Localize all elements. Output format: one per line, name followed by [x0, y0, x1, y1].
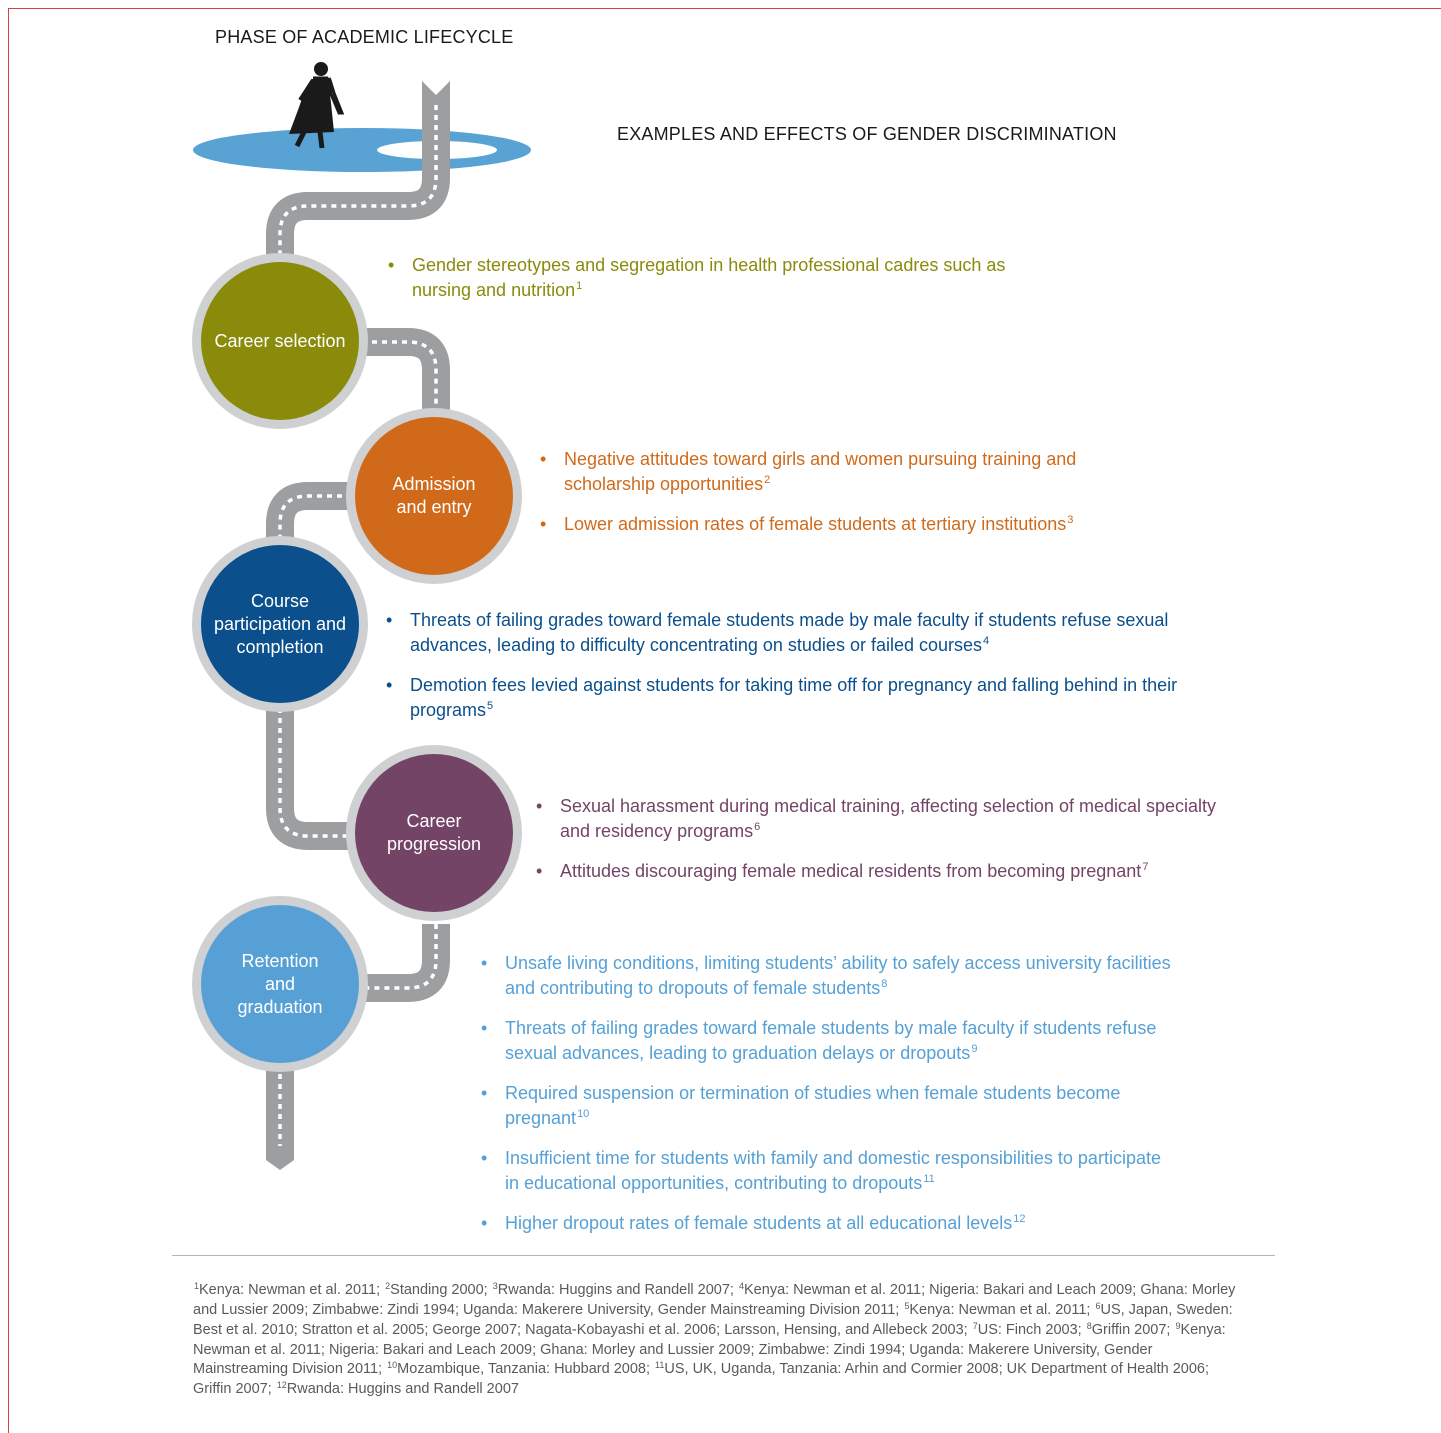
ref-text: US, UK, Uganda, Tanzania: Arhin and Corm…	[193, 1361, 1209, 1397]
ref-text: Standing 2000;	[390, 1282, 492, 1298]
item-text: Gender stereotypes and segregation in he…	[412, 255, 1006, 300]
ref-number: 4	[739, 1281, 745, 1291]
stage-label: Retention and graduation	[201, 905, 359, 1063]
item-text: Threats of failing grades toward female …	[505, 1018, 1157, 1063]
item-text: Demotion fees levied against students fo…	[410, 675, 1178, 720]
list-item: •Negative attitudes toward girls and wom…	[540, 449, 1077, 494]
ref-text: Mozambique, Tanzania: Hubbard 2008;	[397, 1361, 655, 1377]
ref-number: 10	[387, 1360, 398, 1370]
ref-number: 2	[385, 1281, 391, 1291]
pond	[193, 128, 531, 172]
item-ref: 5	[487, 700, 494, 712]
list-item: •Threats of failing grades toward female…	[481, 1018, 1157, 1063]
item-ref: 4	[983, 635, 990, 647]
item-ref: 10	[577, 1108, 590, 1120]
list-item: •Demotion fees levied against students f…	[386, 675, 1178, 720]
item-ref: 9	[971, 1043, 978, 1055]
list-item: •Required suspension or termination of s…	[481, 1083, 1121, 1128]
list-item: •Unsafe living conditions, limiting stud…	[481, 953, 1171, 998]
ref-text: Kenya: Newman et al. 2011; Nigeria: Baka…	[193, 1282, 1236, 1318]
list-item: •Higher dropout rates of female students…	[481, 1213, 1026, 1233]
item-ref: 2	[764, 474, 771, 486]
item-text: Negative attitudes toward girls and wome…	[564, 449, 1077, 494]
examples-header: EXAMPLES AND EFFECTS OF GENDER DISCRIMIN…	[617, 124, 1117, 144]
item-text: Higher dropout rates of female students …	[505, 1213, 1013, 1233]
stage-retention-graduation: Retention and graduation	[192, 896, 368, 1072]
stage-career-progression: Career progression	[346, 745, 522, 921]
divider	[172, 1255, 1275, 1256]
admission-items: •Negative attitudes toward girls and wom…	[540, 447, 1160, 552]
road-start	[422, 80, 450, 100]
walking-woman-icon	[289, 62, 345, 149]
list-item: •Sexual harassment during medical traini…	[536, 796, 1217, 841]
stage-admission-entry: Admission and entry	[346, 408, 522, 584]
item-text: Attitudes discouraging female medical re…	[560, 861, 1142, 881]
item-ref: 6	[754, 821, 761, 833]
page-frame	[8, 8, 1441, 1433]
item-ref: 3	[1067, 514, 1074, 526]
ref-text: Kenya: Newman et al. 2011; Nigeria: Baka…	[193, 1322, 1226, 1377]
references: 1Kenya: Newman et al. 2011; 2Standing 20…	[193, 1281, 1238, 1400]
ref-number: 8	[1086, 1321, 1092, 1331]
list-item: •Threats of failing grades toward female…	[386, 610, 1169, 655]
phase-header: PHASE OF ACADEMIC LIFECYCLE	[215, 27, 514, 47]
ref-number: 11	[655, 1360, 665, 1370]
list-item: •Lower admission rates of female student…	[540, 514, 1074, 534]
item-text: Sexual harassment during medical trainin…	[560, 796, 1217, 841]
ref-text: Rwanda: Huggins and Randell 2007	[286, 1381, 519, 1397]
item-text: Insufficient time for students with fami…	[505, 1148, 1161, 1193]
ref-text: Rwanda: Huggins and Randell 2007;	[497, 1282, 738, 1298]
item-text: Unsafe living conditions, limiting stude…	[505, 953, 1171, 998]
item-ref: 12	[1013, 1213, 1026, 1225]
stage-label: Course participation and completion	[201, 545, 359, 703]
ref-number: 12	[276, 1380, 287, 1390]
stage-label: Admission and entry	[355, 417, 513, 575]
progression-items: •Sexual harassment during medical traini…	[536, 794, 1216, 899]
course-items: •Threats of failing grades toward female…	[386, 608, 1226, 738]
ref-number: 7	[972, 1321, 978, 1331]
item-text: Threats of failing grades toward female …	[410, 610, 1169, 655]
retention-items: •Unsafe living conditions, limiting stud…	[481, 951, 1171, 1251]
stage-label: Career selection	[201, 262, 359, 420]
stage-label: Career progression	[355, 754, 513, 912]
item-ref: 7	[1142, 861, 1149, 873]
ref-number: 6	[1095, 1301, 1101, 1311]
list-item: •Attitudes discouraging female medical r…	[536, 861, 1149, 881]
item-text: Lower admission rates of female students…	[564, 514, 1067, 534]
item-ref: 11	[923, 1173, 935, 1185]
list-item: •Gender stereotypes and segregation in h…	[388, 255, 1006, 300]
item-ref: 1	[576, 280, 583, 292]
ref-text: Kenya: Newman et al. 2011;	[199, 1282, 385, 1298]
stage-career-selection: Career selection	[192, 253, 368, 429]
ref-text: US: Finch 2003;	[977, 1322, 1086, 1338]
item-text: Required suspension or termination of st…	[505, 1083, 1121, 1128]
ref-number: 5	[904, 1301, 910, 1311]
ref-text: Griffin 2007;	[1091, 1322, 1175, 1338]
ref-number: 3	[492, 1281, 498, 1291]
item-ref: 8	[881, 978, 888, 990]
career-selection-items: •Gender stereotypes and segregation in h…	[388, 253, 1008, 318]
stage-course-participation: Course participation and completion	[192, 536, 368, 712]
ref-text: Kenya: Newman et al. 2011;	[909, 1302, 1095, 1318]
ref-number: 1	[194, 1281, 200, 1291]
road-end-arrow	[266, 1150, 294, 1170]
ref-number: 9	[1175, 1321, 1181, 1331]
road-icon	[266, 85, 450, 1152]
ref-text: US, Japan, Sweden: Best et al. 2010; Str…	[193, 1302, 1233, 1338]
list-item: •Insufficient time for students with fam…	[481, 1148, 1161, 1193]
